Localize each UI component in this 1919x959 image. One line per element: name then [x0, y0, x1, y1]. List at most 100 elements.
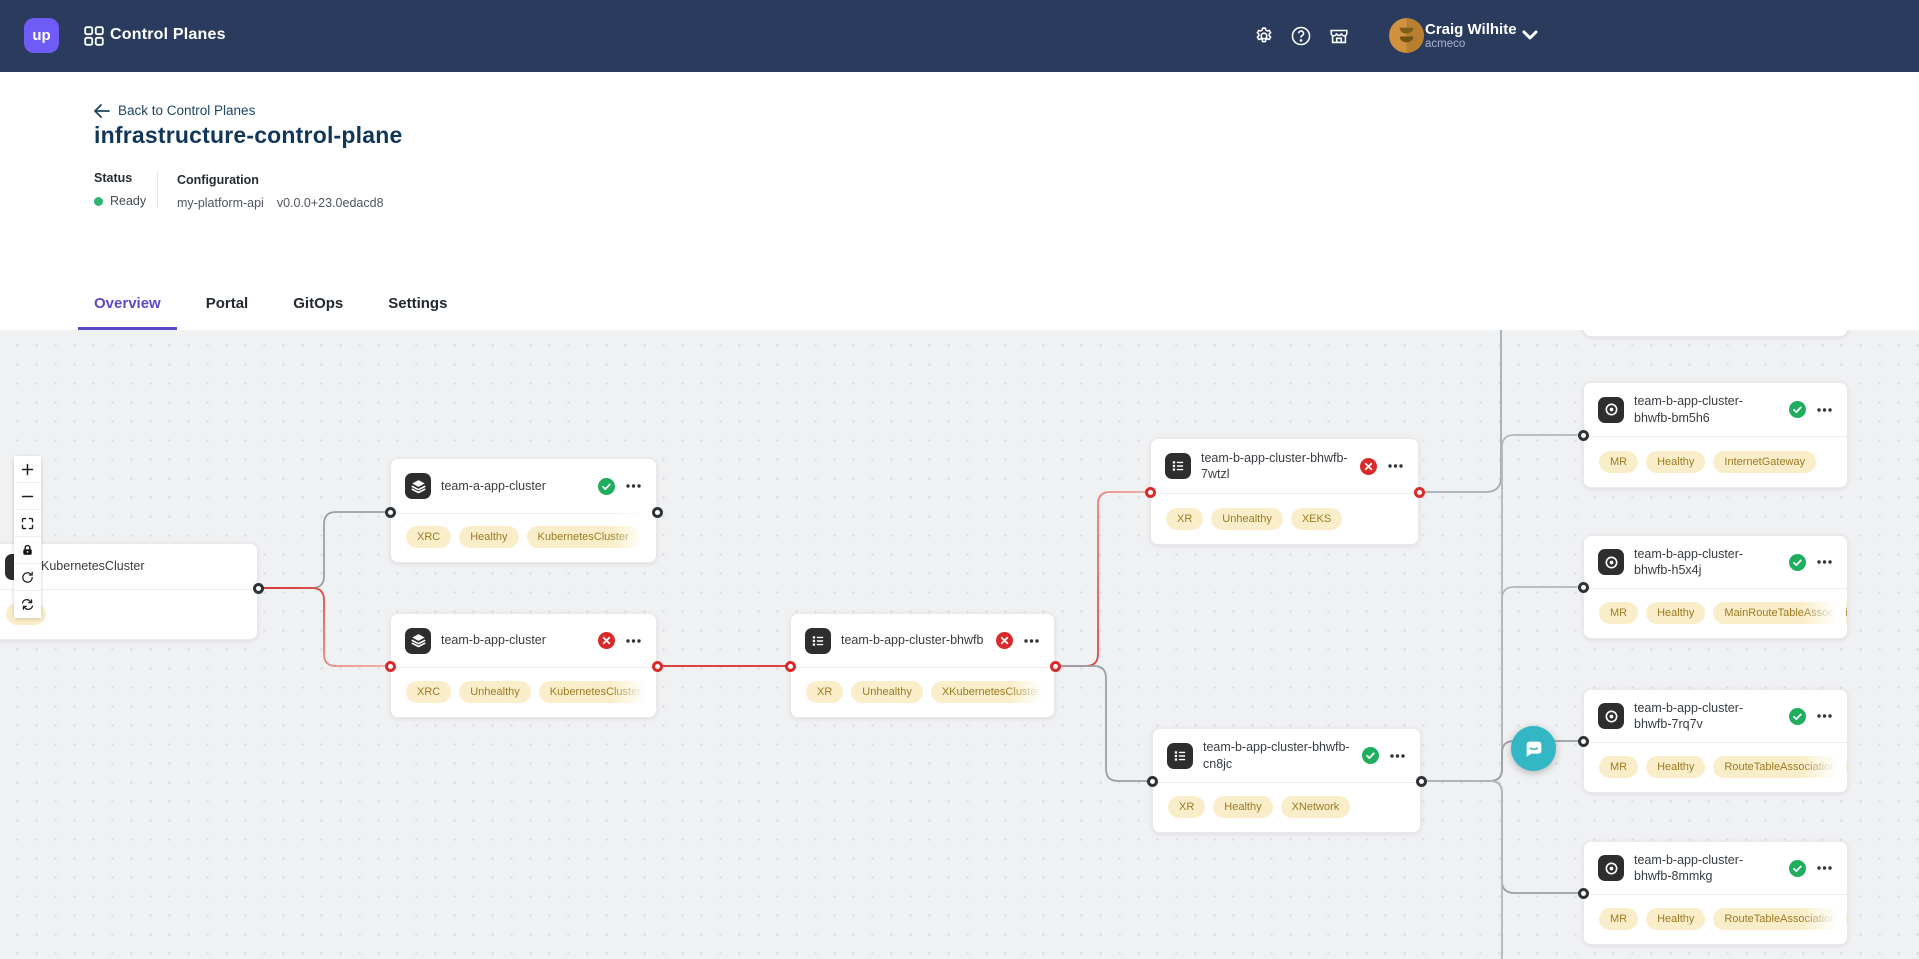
node-title: team-b-app-cluster-bhwfb-7rq7v	[1634, 700, 1744, 731]
help-icon[interactable]	[1290, 25, 1312, 47]
badge-fade-overlay	[1802, 589, 1846, 637]
node-menu-button[interactable]	[1816, 406, 1833, 414]
upbound-logo[interactable]: up	[24, 18, 59, 53]
healthy-status-icon	[1362, 747, 1379, 764]
left-port	[784, 660, 796, 672]
node-menu-button[interactable]	[1816, 864, 1833, 872]
marketplace-store-icon[interactable]	[1328, 25, 1350, 47]
badge: Healthy	[1646, 451, 1706, 473]
node-menu-button[interactable]	[1389, 752, 1406, 760]
badge: XR	[1166, 508, 1204, 530]
node-menu-button[interactable]	[1023, 637, 1040, 645]
edge-cn8jc-to-bm5h6	[1421, 434, 1583, 782]
back-link[interactable]: Back to Control Planes	[94, 103, 255, 118]
node-divider	[1584, 742, 1847, 743]
node-menu-button[interactable]	[1816, 558, 1833, 566]
left-port	[1144, 486, 1156, 498]
tab-bar: Overview Portal GitOps Settings	[78, 281, 463, 330]
lock-icon	[20, 543, 35, 558]
edge-7wtzl-to-hidden-top	[1419, 330, 1502, 493]
tab-gitops[interactable]: GitOps	[293, 295, 344, 312]
right-port	[651, 506, 663, 518]
configuration-name: my-platform-api	[177, 196, 264, 210]
badge: XRC	[406, 681, 452, 703]
healthy-status-icon	[1789, 859, 1806, 877]
tab-overview[interactable]: Overview	[78, 281, 177, 330]
chat-launcher-button[interactable]	[1511, 726, 1556, 771]
page-title: infrastructure-control-plane	[94, 122, 403, 148]
badge: Healthy	[1646, 908, 1706, 930]
apps-grid-icon	[84, 26, 104, 46]
badge: Healthy	[459, 526, 519, 548]
managed-resource-icon	[1598, 855, 1624, 881]
composite-resource-icon	[1165, 453, 1191, 479]
badge: Unhealthy	[851, 681, 923, 703]
settings-gear-icon[interactable]	[1253, 25, 1275, 47]
badge: InternetGateway	[1713, 451, 1817, 473]
badge: XR	[1168, 796, 1206, 818]
page-header: Back to Control Planes infrastructure-co…	[0, 72, 1919, 330]
managed-resource-icon	[1598, 703, 1624, 729]
app-title: Control Planes	[110, 26, 226, 43]
left-port	[1146, 775, 1158, 787]
lock-button[interactable]	[14, 537, 41, 564]
composite-resource-icon	[1167, 742, 1193, 769]
node-partial-top-node[interactable]	[1583, 330, 1848, 337]
composite-resource-claim-icon	[405, 473, 431, 499]
configuration-version: v0.0.0+23.0edacd8	[276, 196, 384, 210]
user-name[interactable]: Craig Wilhite	[1425, 21, 1517, 38]
node-title: team-a-app-cluster	[441, 478, 546, 493]
left-port	[1577, 581, 1589, 593]
node-menu-button[interactable]	[625, 482, 642, 490]
chevron-down-icon[interactable]	[1521, 28, 1539, 42]
user-avatar[interactable]	[1389, 18, 1424, 53]
rotate-button[interactable]	[14, 564, 41, 591]
tab-portal[interactable]: Portal	[205, 295, 249, 312]
zoom-out-icon	[20, 489, 35, 504]
refresh-button[interactable]	[14, 591, 41, 618]
node-title: team-b-app-cluster-bhwfb-h5x4j	[1634, 546, 1744, 577]
back-link-label: Back to Control Planes	[118, 103, 256, 118]
badge-fade-overlay	[1802, 895, 1846, 943]
healthy-status-icon	[1789, 401, 1806, 418]
edge-bhwfb-to-7wtzl	[1055, 491, 1150, 667]
tab-settings[interactable]: Settings	[388, 295, 448, 312]
left-port	[384, 506, 396, 518]
chat-bubble-icon	[1526, 741, 1541, 757]
right-port	[651, 660, 663, 672]
left-port	[384, 660, 396, 672]
status-section: Status Ready	[94, 171, 146, 208]
error-status-icon	[598, 632, 615, 649]
healthy-status-icon	[598, 477, 615, 495]
node-menu-button[interactable]	[625, 637, 642, 645]
composite-resource-icon	[805, 627, 831, 654]
zoom-in-button[interactable]	[14, 456, 41, 483]
zoom-out-button[interactable]	[14, 483, 41, 510]
resource-graph-canvas[interactable]: KKubernetesClusterAPIteam-a-app-clusterX…	[0, 330, 1919, 959]
node-menu-button[interactable]	[1387, 462, 1404, 470]
node-title: team-b-app-cluster	[441, 633, 546, 648]
left-port	[1577, 429, 1589, 441]
right-port	[1413, 486, 1425, 498]
node-title: team-b-app-cluster-bhwfb	[841, 633, 984, 648]
badge: Healthy	[1646, 756, 1706, 778]
user-org: acmeco	[1425, 38, 1466, 50]
arrow-left-icon	[94, 103, 110, 118]
error-status-icon	[996, 632, 1013, 649]
healthy-status-icon	[1789, 707, 1806, 725]
badge: MR	[1599, 756, 1639, 778]
status-label: Status	[94, 171, 133, 185]
node-menu-button[interactable]	[1816, 712, 1833, 720]
fit-view-button[interactable]	[14, 510, 41, 537]
